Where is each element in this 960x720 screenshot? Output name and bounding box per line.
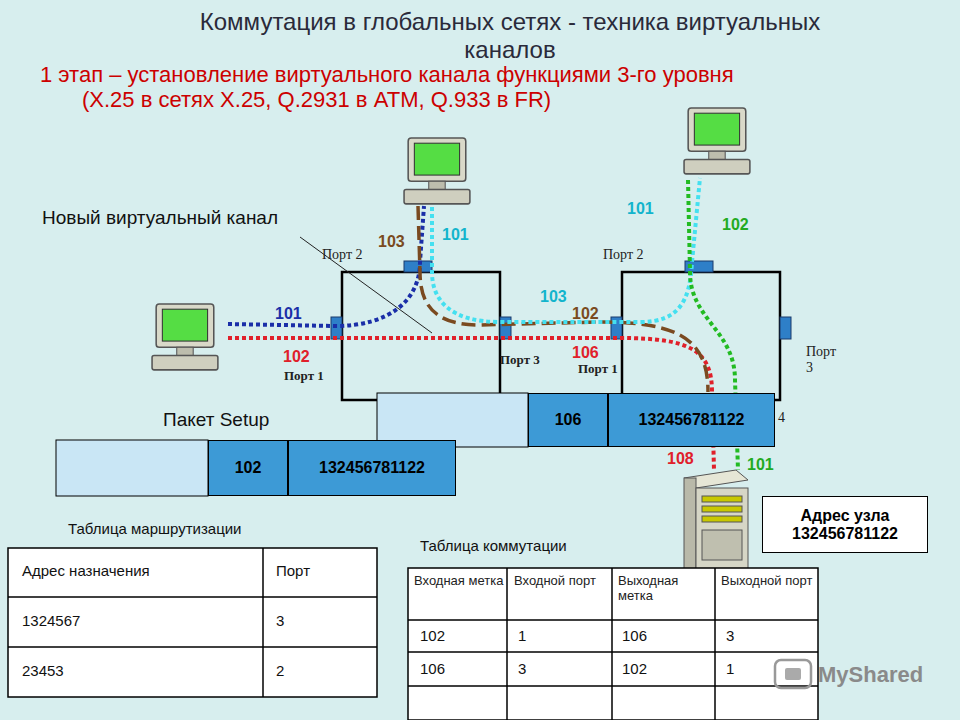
channel-label: 103 xyxy=(378,233,418,251)
circuit-line xyxy=(418,206,708,392)
packet-label-cell: 102 xyxy=(208,440,288,496)
table-cell: 102 xyxy=(622,660,707,677)
switching-table-grid xyxy=(408,568,818,720)
table-cell: 3 xyxy=(276,612,366,629)
table-cell: Выходной порт xyxy=(721,574,816,589)
drawing-part xyxy=(262,548,264,697)
port-label: Порт 2 xyxy=(603,247,663,263)
channel-label: 101 xyxy=(747,456,787,474)
drawing-part xyxy=(8,646,377,648)
computer-icon xyxy=(404,138,470,204)
port-label: Порт 1 xyxy=(284,369,354,384)
drawing-part xyxy=(702,516,742,522)
drawing-part xyxy=(506,568,508,720)
channel-label: 101 xyxy=(442,226,482,244)
drawing-part xyxy=(714,568,716,720)
channel-label: 101 xyxy=(275,305,315,323)
ports xyxy=(331,261,791,339)
table-cell: 3 xyxy=(726,627,811,644)
table-cell: 106 xyxy=(420,660,500,677)
packet-title: Пакет Setup xyxy=(163,409,303,431)
table-cell: 2 xyxy=(276,662,366,679)
port-label: Порт 2 xyxy=(322,247,382,263)
table-cell: 1324567 xyxy=(22,612,252,629)
port-label: Порт 3 xyxy=(500,353,570,368)
port-label: Порт 1 xyxy=(578,362,648,377)
packet-head xyxy=(56,440,208,496)
server-icon xyxy=(684,470,748,570)
channel-label: 103 xyxy=(540,288,580,306)
table-cell: 23453 xyxy=(22,662,252,679)
drawing-part xyxy=(684,478,696,570)
callout-text: Новый виртуальный канал xyxy=(42,207,362,229)
leader-line xyxy=(300,237,432,333)
drawing-part xyxy=(696,488,748,570)
table-cell: 3 xyxy=(518,660,603,677)
table-title: Таблица маршрутизации xyxy=(68,520,328,537)
channel-label: 102 xyxy=(572,305,612,323)
watermark-icon xyxy=(785,668,801,680)
circuit-line xyxy=(432,178,700,322)
table-title: Таблица коммутации xyxy=(420,537,640,554)
drawing-part xyxy=(780,317,791,339)
drawing-part xyxy=(331,317,342,339)
drawing-part xyxy=(408,568,818,720)
channel-label: 106 xyxy=(572,344,612,362)
channel-label: 102 xyxy=(722,216,762,234)
watermark: MyShared xyxy=(818,662,938,687)
port-label: Порт 3 xyxy=(806,344,840,376)
table-cell: Порт xyxy=(276,562,366,579)
table-cell: 102 xyxy=(420,627,500,644)
table-cell: Входная метка xyxy=(414,574,504,589)
table-cell: Адрес назначения xyxy=(22,562,252,579)
slide-title: Коммутация в глобальных сетях - техника … xyxy=(160,8,860,63)
box-text: 132456781122 xyxy=(639,411,745,429)
drawing-part xyxy=(611,568,613,720)
channel-label: 108 xyxy=(667,450,707,468)
computer-icon xyxy=(684,108,750,174)
watermark-icon xyxy=(775,660,811,688)
box-text: 102 xyxy=(235,459,262,477)
packet-address-cell: 132456781122 xyxy=(288,440,456,496)
table-cell: 1 xyxy=(518,627,603,644)
channel-label: 101 xyxy=(627,200,667,218)
drawing-part xyxy=(702,496,742,502)
drawing-part xyxy=(8,548,377,697)
port-label: 4 xyxy=(778,410,790,426)
drawing-part xyxy=(702,506,742,512)
packet-head xyxy=(377,393,528,447)
packet-label-cell: 106 xyxy=(528,393,608,447)
packet-address-cell: 132456781122 xyxy=(608,393,775,447)
computer-icon xyxy=(152,304,218,370)
table-cell: Выходная метка xyxy=(618,574,713,604)
box-text: 132456781122 xyxy=(319,459,425,477)
table-cell: 1 xyxy=(726,660,811,677)
routing-table-grid xyxy=(8,548,377,697)
drawing-part xyxy=(408,651,818,653)
box-text: 106 xyxy=(555,411,582,429)
drawing-part xyxy=(408,619,818,621)
table-cell: Входной порт xyxy=(514,574,609,589)
drawing-part xyxy=(702,530,742,560)
table-cell: 106 xyxy=(622,627,707,644)
subtitle: 1 этап – установление виртуального канал… xyxy=(40,62,780,113)
drawing-part xyxy=(8,596,377,598)
switch-box xyxy=(622,272,780,400)
channel-label: 102 xyxy=(283,348,323,366)
drawing-part xyxy=(408,685,818,687)
box-text: Адрес узла 132456781122 xyxy=(767,507,923,543)
address-box: Адрес узла 132456781122 xyxy=(762,496,928,553)
